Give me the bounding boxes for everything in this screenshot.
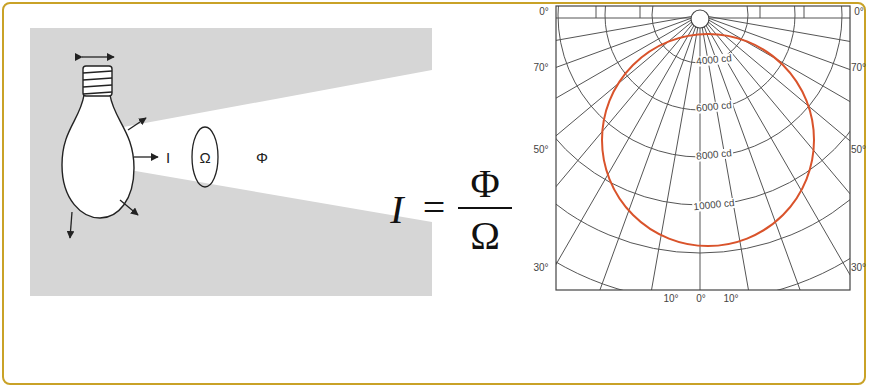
angle-label: 10° [663,294,678,304]
light-cone [118,70,432,222]
angle-label: 0° [696,294,706,304]
angle-label: 70° [533,63,548,73]
solid-angle-ellipse [192,127,218,187]
intensity-symbol: I [166,150,170,165]
flux-symbol: Φ [256,150,268,165]
fraction-bar [458,207,512,209]
polar-diagram [208,0,869,388]
ray-arrows [70,118,158,240]
angle-label: 50° [533,145,548,155]
angle-label: 70° [851,63,866,73]
formula-intensity: I [390,190,403,230]
grid-ray [556,15,700,290]
formula-numerator: Φ [470,164,499,204]
grid-ray [700,15,850,265]
angle-label: 0° [539,7,549,17]
angle-label: 30° [533,263,548,273]
grid-ray [556,15,700,290]
grid-tick [760,6,761,18]
grid-ray [556,15,700,290]
angle-label: 30° [851,263,866,273]
formula-denominator: Ω [470,216,500,256]
formula-equals: = [423,188,446,228]
grid-arc [556,6,850,290]
solid-angle-symbol: Ω [199,150,210,165]
grid-arc [556,6,850,205]
grid-tick [640,6,641,18]
angle-label: 50° [851,145,866,155]
light-bulb [62,66,134,218]
intensity-curve [602,34,814,246]
grid-arc [556,6,850,253]
grid-tick [804,6,805,18]
angle-label: 10° [723,294,738,304]
outer-border [3,3,865,384]
polar-frame [556,6,850,290]
grid-tick [596,6,597,18]
grid-ray [613,15,700,290]
grid-ray [556,15,700,290]
rotation-arrow [82,56,114,57]
angle-label: 0° [854,7,864,17]
grey-panel [30,28,432,296]
source-marker [691,10,709,28]
